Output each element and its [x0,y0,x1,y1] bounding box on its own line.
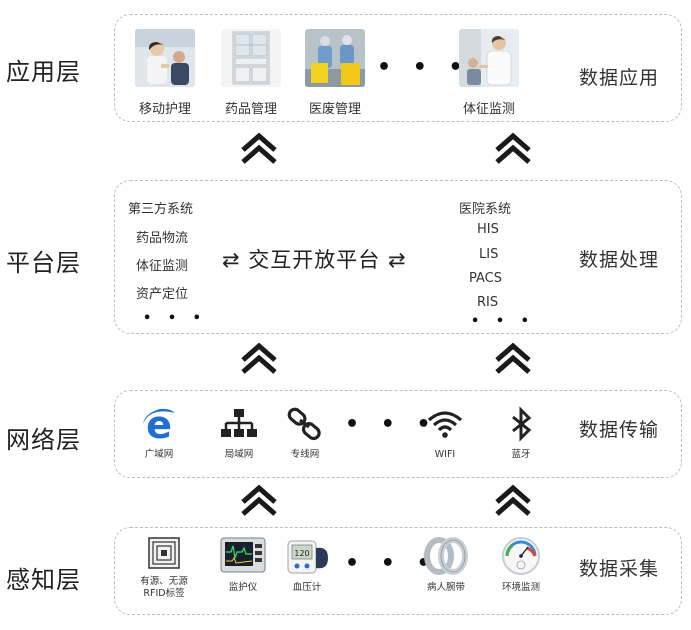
sense-item-bp-meter: 120 血压计 [275,536,339,594]
net-item-label: 广域网 [144,449,174,460]
net-item-wan: e 广域网 [127,403,191,461]
net-item-label: 局域网 [224,449,254,460]
rfid-tag-icon [148,537,180,569]
app-item-medical-waste: 医废管理 [295,29,375,117]
ie-icon: e [143,403,175,447]
layer-label-platform: 平台层 [6,249,81,277]
sense-more-dots: • • • [345,551,438,576]
patient-monitor-icon [220,537,266,573]
app-item-label: 药品管理 [224,102,277,117]
network-layer-panel: e 广域网 局域网 专线网 • • • [114,390,682,478]
app-item-label: 医废管理 [308,102,361,117]
link-chain-icon [287,407,321,441]
medicine-cabinet-photo-icon [221,29,281,87]
up-chevron-icon [495,484,531,516]
function-label-data-processing: 数据处理 [579,249,660,271]
up-chevron-icon [495,342,531,374]
lan-icon [221,409,257,437]
third-party-item: 药品物流 [136,231,189,246]
net-item-label: 蓝牙 [511,449,531,460]
layer-label-application: 应用层 [6,58,81,86]
medical-waste-photo-icon [305,29,365,87]
hospital-system-item: LIS [479,247,499,262]
hospital-systems-header: 医院系统 [459,202,512,217]
sense-item-label: 有源、无源 RFID标签 [140,576,188,599]
sense-item-wristband: 病人腕带 [411,536,481,594]
third-party-header: 第三方系统 [128,202,194,217]
svg-text:120: 120 [294,549,309,558]
app-item-label: 体征监测 [462,102,515,117]
hospital-more-dots: • • • [471,314,535,329]
net-item-leased-line: 专线网 [273,405,337,461]
layer-label-perception: 感知层 [6,566,81,594]
hygrometer-icon [502,537,540,575]
wristband-icon [424,537,468,575]
function-label-data-transmission: 数据传输 [579,419,660,441]
sense-item-monitor: 监护仪 [211,536,275,594]
function-label-data-application: 数据应用 [579,67,660,89]
up-chevron-icon [495,132,531,164]
net-item-label: 专线网 [290,449,320,460]
sense-item-label: 血压计 [292,582,322,593]
net-item-lan: 局域网 [207,405,271,461]
function-label-data-collection: 数据采集 [579,558,660,580]
net-item-bluetooth: 蓝牙 [489,405,553,461]
blood-pressure-meter-icon: 120 [287,540,328,574]
sense-item-environment: 环境监测 [489,536,553,594]
third-party-item: 资产定位 [136,287,189,302]
application-layer-panel: 移动护理 药品管理 [114,14,682,122]
hospital-system-item: PACS [469,271,503,286]
sense-item-label: 病人腕带 [426,582,465,593]
net-item-label: WIFI [434,449,456,460]
sense-item-rfid: 有源、无源 RFID标签 [129,536,199,600]
app-item-drug-management: 药品管理 [211,29,291,117]
third-party-more-dots: • • • [143,311,207,326]
sense-item-label: 监护仪 [228,582,258,593]
doctor-photo-icon [459,29,519,87]
app-more-dots: • • • [377,55,470,80]
sense-item-label: 环境监测 [501,582,540,593]
app-item-mobile-nursing: 移动护理 [125,29,205,117]
up-chevron-icon [241,132,277,164]
net-more-dots: • • • [345,412,438,437]
layer-label-network: 网络层 [6,426,81,454]
perception-layer-panel: 有源、无源 RFID标签 监护仪 120 血压计 • • • [114,527,682,615]
app-item-label: 移动护理 [138,102,191,117]
platform-layer-panel: 第三方系统 药品物流 体征监测 资产定位 • • • 医院系统 HIS LIS … [114,180,682,334]
up-chevron-icon [241,484,277,516]
up-chevron-icon [241,342,277,374]
app-item-vital-signs: 体征监测 [449,29,529,117]
wifi-icon [427,411,463,438]
third-party-item: 体征监测 [136,259,189,274]
nurse-photo-icon [135,29,195,87]
hospital-system-item: HIS [477,222,499,237]
hospital-system-item: RIS [477,295,499,310]
interactive-open-platform: ⇄ 交互开放平台 ⇄ [222,248,407,272]
bluetooth-icon [512,406,532,442]
net-item-wifi: WIFI [413,405,477,461]
